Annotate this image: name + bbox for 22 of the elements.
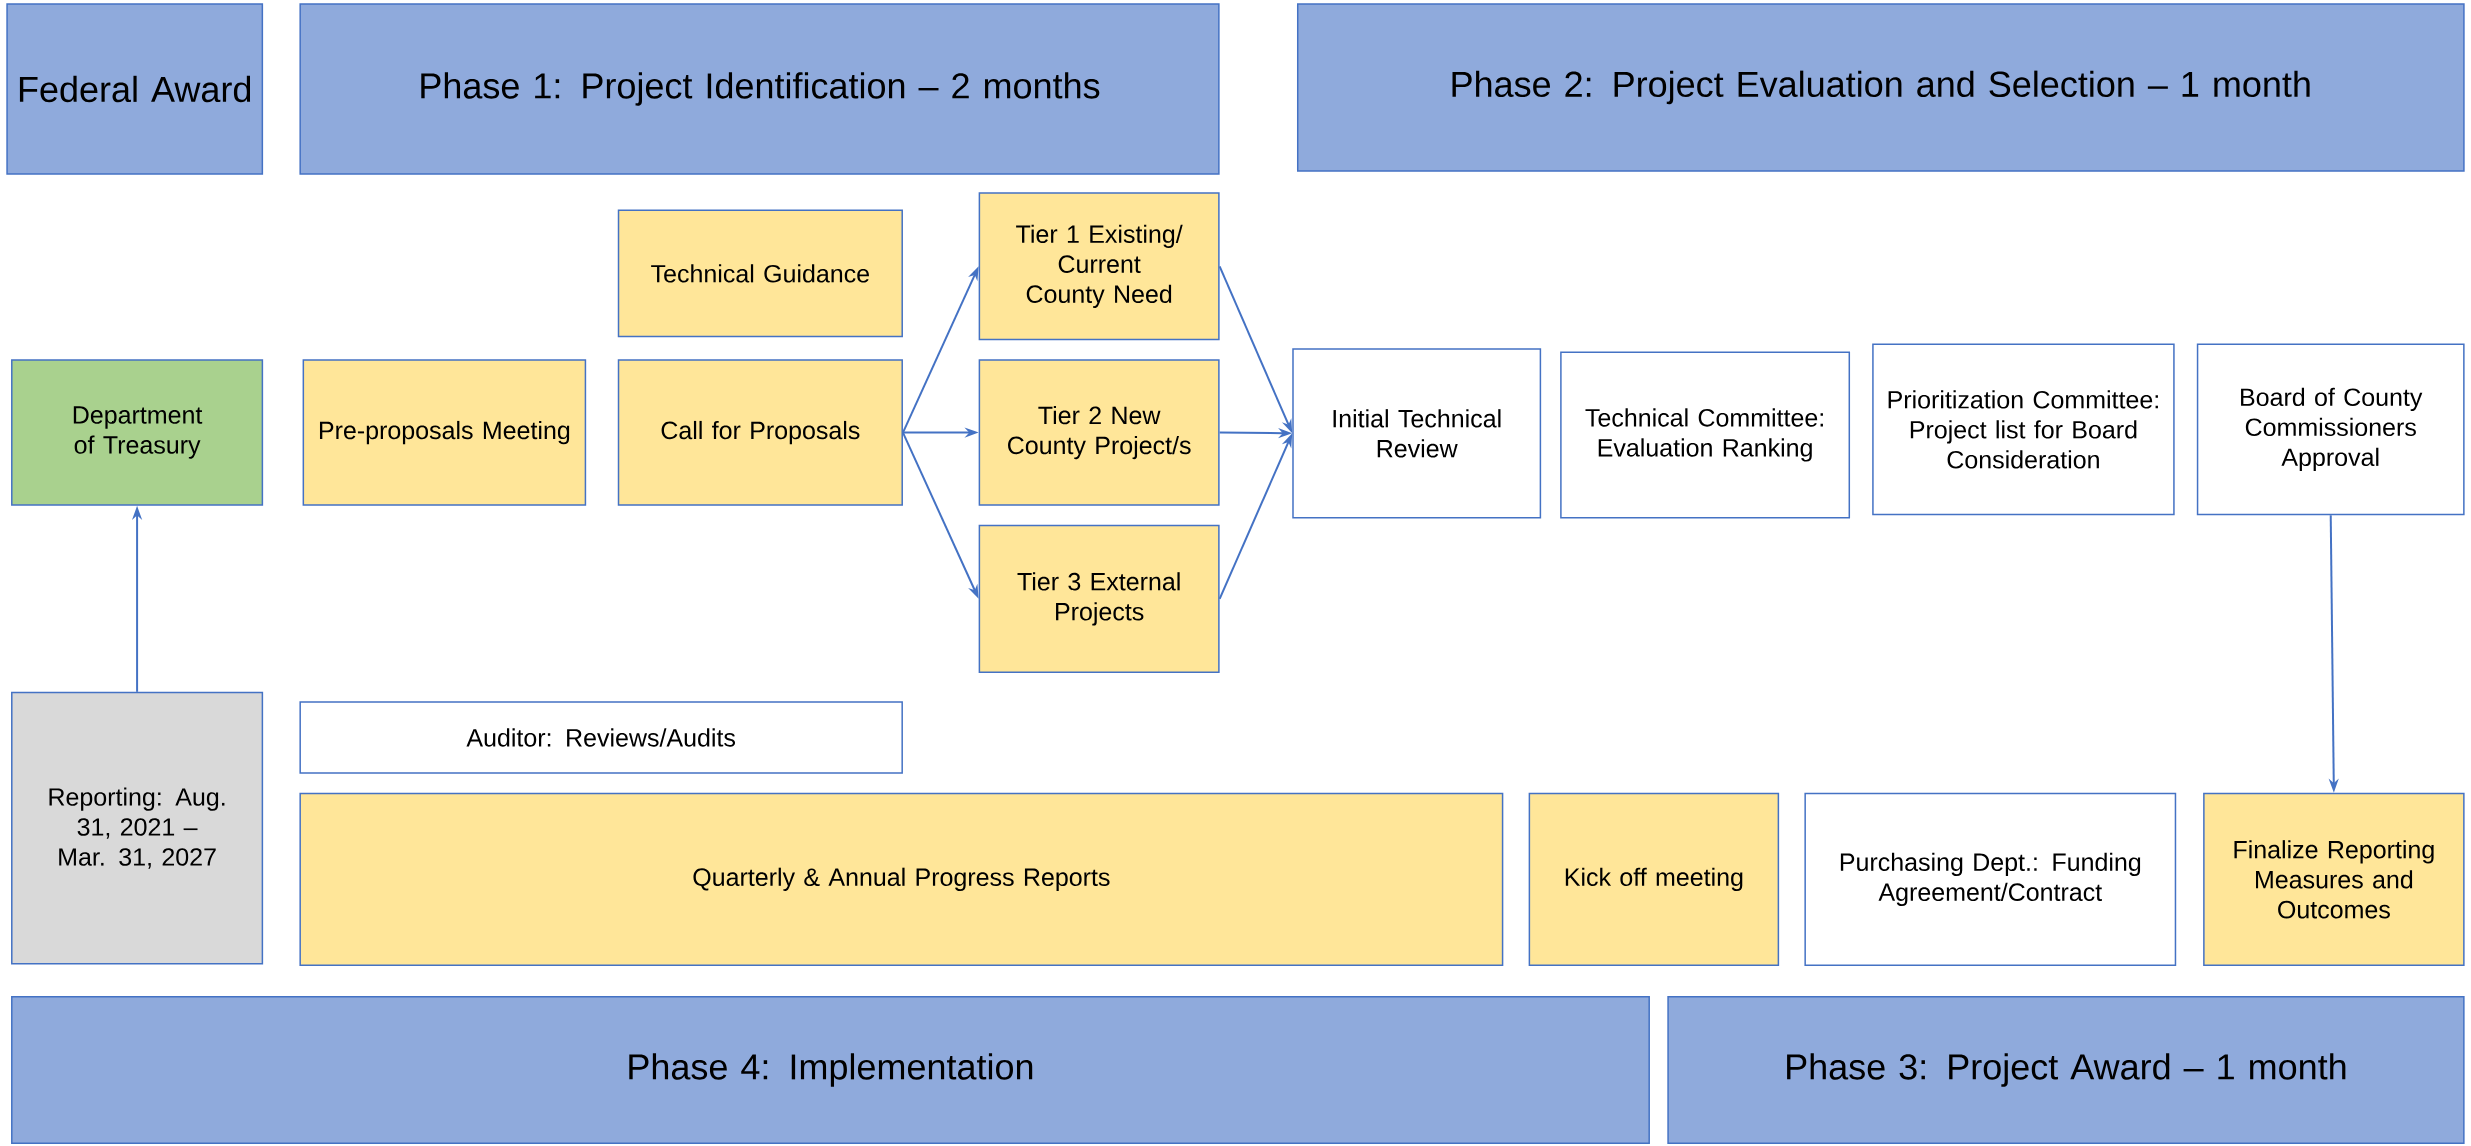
process-box: Finalize Reporting Measures and Outcomes — [2203, 792, 2465, 967]
process-box: Tier 2 New County Project/s — [978, 359, 1220, 506]
process-box: Purchasing Dept.: Funding Agreement/Contract — [1804, 792, 2177, 967]
process-box: Department of Treasury — [11, 359, 264, 506]
phase-band: Phase 3: Project Award – 1 month — [1667, 996, 2465, 1145]
process-box: Technical Guidance — [617, 209, 903, 338]
process-box: Initial Technical Review — [1292, 348, 1542, 519]
phase-band: Phase 2: Project Evaluation and Selection – 1 month — [1296, 3, 2465, 172]
process-box: Auditor: Reviews/Audits — [299, 701, 903, 774]
phase-band: Federal Award — [6, 3, 264, 175]
process-box: Tier 3 External Projects — [978, 524, 1220, 674]
process-box: Reporting: Aug. 31, 2021 – Mar. 31, 2027 — [11, 692, 264, 965]
phase-band: Phase 4: Implementation — [11, 996, 1650, 1145]
process-box: Quarterly & Annual Progress Reports — [299, 792, 1504, 967]
phase-band: Phase 1: Project Identification – 2 months — [299, 3, 1220, 175]
process-box: Board of County Commissioners Approval — [2196, 343, 2465, 516]
process-box: Pre-proposals Meeting — [302, 359, 587, 506]
process-box: Call for Proposals — [617, 359, 903, 506]
process-box: Tier 1 Existing/ Current County Need — [978, 192, 1220, 341]
process-box: Kick off meeting — [1528, 792, 1780, 967]
process-box: Prioritization Committee: Project list for Board Consideration — [1872, 343, 2175, 516]
process-box: Technical Committee: Evaluation Ranking — [1560, 351, 1851, 519]
